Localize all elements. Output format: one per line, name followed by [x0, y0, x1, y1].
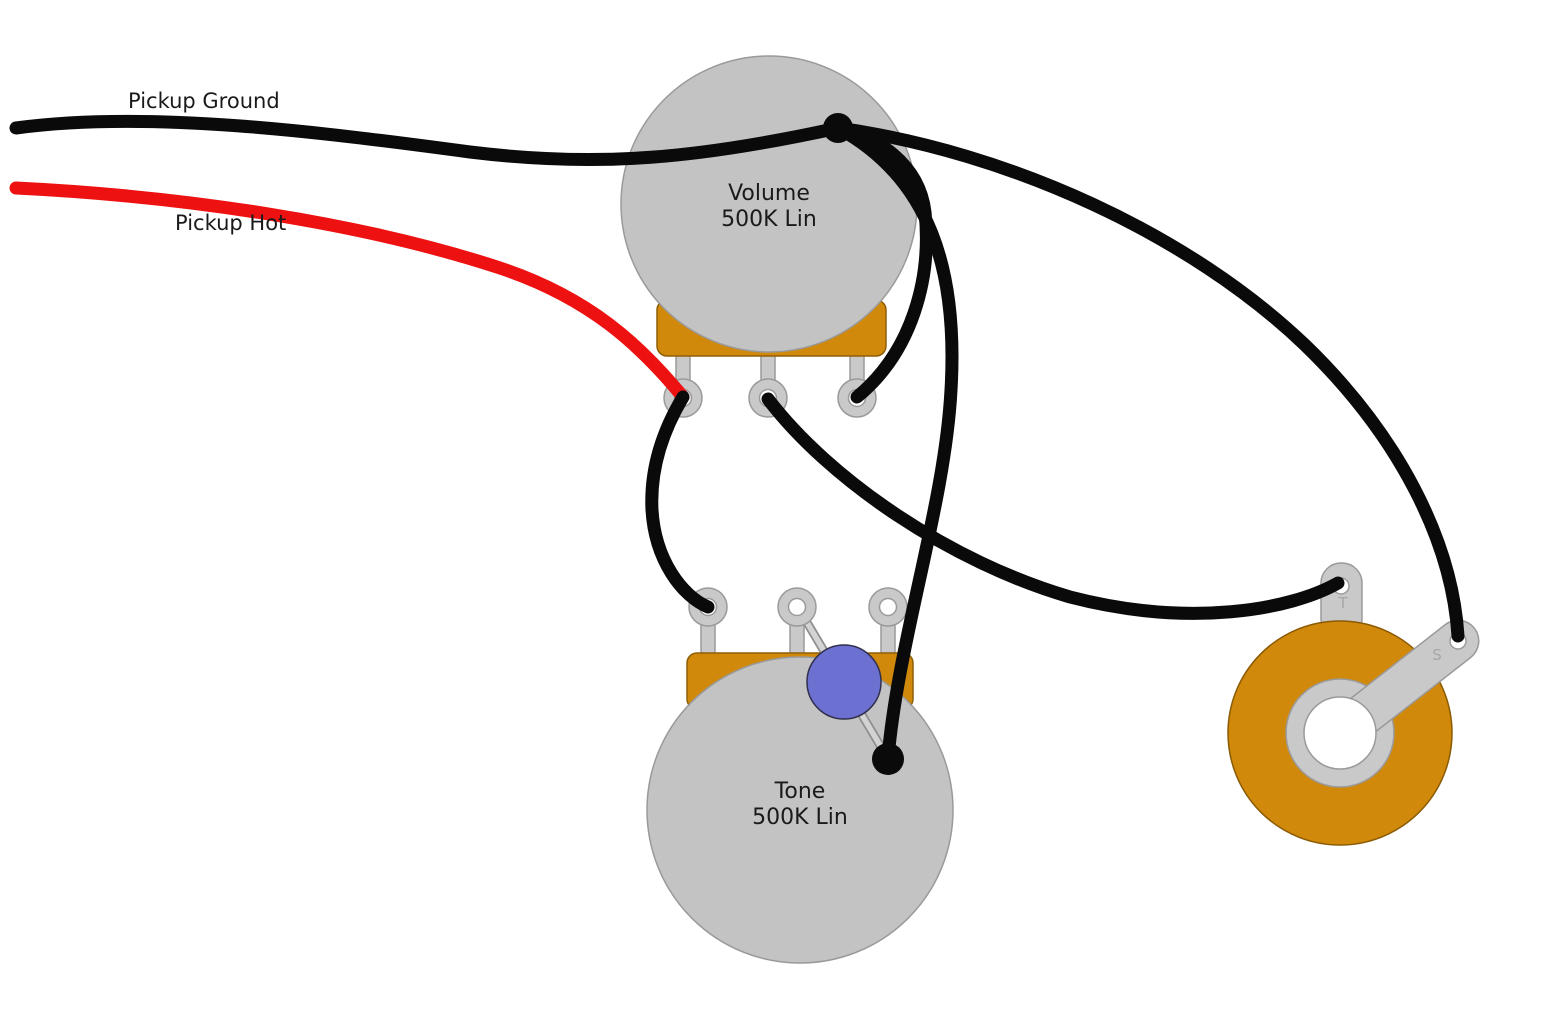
volume-pot: Volume 500K Lin — [620, 55, 918, 418]
volume-solder-joint — [823, 113, 853, 143]
tone-pot-value: 500K Lin — [752, 805, 848, 830]
pickup-ground-label: Pickup Ground — [128, 89, 280, 113]
output-jack: T S — [1227, 562, 1480, 846]
tone-solder-joint — [872, 743, 904, 775]
tone-lug3-hole — [878, 597, 898, 617]
tone-pot-name: Tone — [774, 779, 826, 804]
jack-center-hole — [1303, 696, 1377, 770]
ground-to-jack-sleeve-wire — [831, 121, 1465, 643]
jack-sleeve-label: S — [1432, 646, 1442, 664]
volume-wiper-to-jack-tip-wire — [761, 392, 1345, 620]
pickup-hot-label: Pickup Hot — [175, 211, 286, 235]
ground-to-tone-casing-wire — [831, 121, 959, 765]
volume-to-tone-wire — [645, 390, 715, 614]
volume-pot-value: 500K Lin — [721, 207, 817, 232]
tone-lug2-hole — [787, 597, 807, 617]
jack-tip-label: T — [1337, 594, 1348, 612]
tone-pot: Tone 500K Lin — [646, 587, 954, 964]
volume-pot-name: Volume — [728, 181, 810, 206]
pickup-hot-wire — [9, 181, 690, 404]
tone-capacitor — [806, 644, 882, 720]
wires — [9, 114, 1465, 765]
pickup-ground-wire — [9, 114, 845, 167]
